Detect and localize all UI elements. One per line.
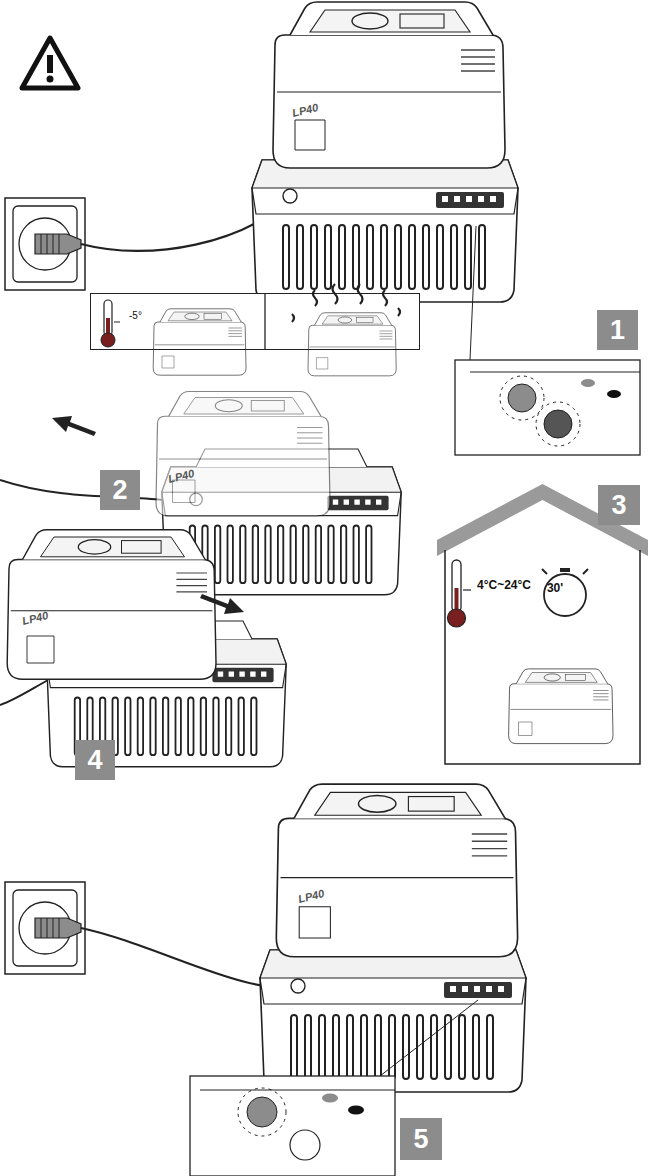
zoom-inset [455,360,640,455]
node-text: 4°C~24°C [477,578,531,592]
brand-label: LP40 [297,887,325,905]
callout-number: 5 [413,1124,428,1155]
motion-arrow [52,416,96,436]
node-text: -5° [129,310,142,321]
battery [7,530,216,679]
callout-number: 3 [598,485,640,525]
callout-number: 2 [112,475,127,506]
callout-number: 4 [75,740,115,780]
callout-number: 3 [611,490,626,521]
callout-number: 1 [597,310,638,350]
leader-line [470,226,476,360]
warning-sign [22,38,78,88]
wall-socket [5,198,85,290]
battery [273,2,505,168]
callout-number: 5 [400,1118,442,1160]
callout-number: 2 [100,470,140,510]
node-text: 30' [547,581,563,595]
leader-line [380,1000,478,1076]
temperature-inset: -5° [90,293,420,350]
battery [276,784,517,957]
battery [156,392,330,517]
brand-label: LP40 [291,101,319,119]
brand-label: LP40 [167,467,195,485]
power-cord [0,680,48,705]
zoom-inset [190,1076,395,1176]
callout-number: 1 [610,315,625,346]
brand-label: LP40 [21,609,49,627]
wall-socket [5,882,85,974]
motion-arrow [200,594,244,614]
callout-number: 4 [87,745,102,776]
